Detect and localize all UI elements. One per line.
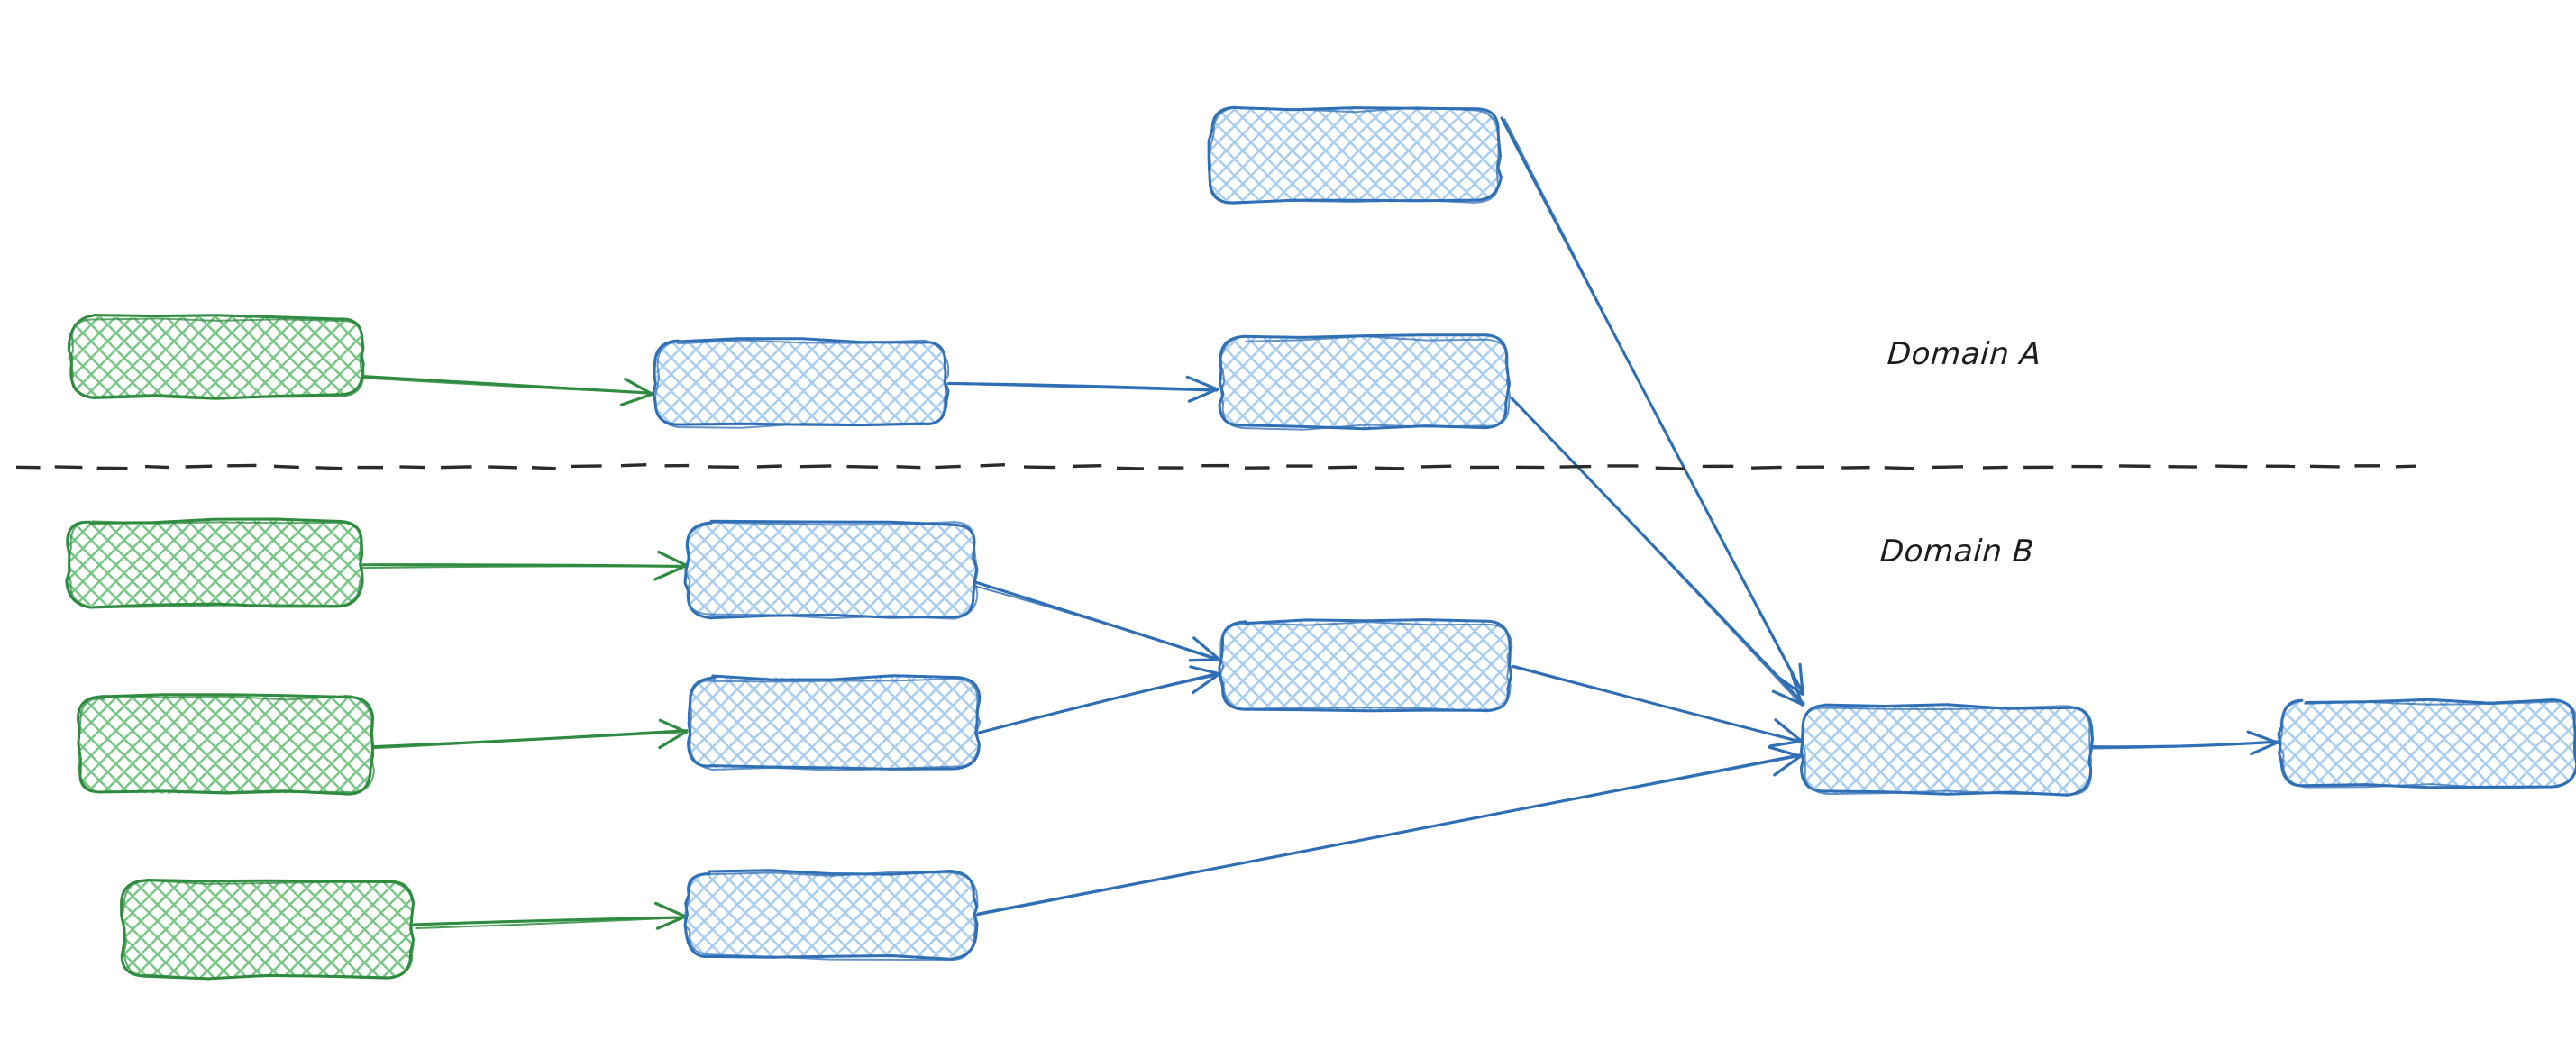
divider-layer <box>15 462 2416 470</box>
domain-b-label: Domain B <box>1878 534 2036 570</box>
edge-a-blue-1-to-a-blue-2[interactable] <box>946 375 1219 403</box>
edge-a-blue-top-to-b-blue-sink[interactable] <box>1500 116 1804 696</box>
node-b-blue-out[interactable] <box>2277 698 2576 789</box>
node-b-blue-sink[interactable] <box>1800 703 2094 797</box>
domain-a-label: Domain A <box>1886 336 2043 372</box>
node-b-green-2[interactable] <box>77 693 375 796</box>
edge-a-blue-2-to-b-blue-sink[interactable] <box>1510 397 1805 707</box>
edge-b-green-3-to-b-blue-3[interactable] <box>412 901 688 930</box>
edge-b-blue-mid-to-b-blue-sink[interactable] <box>1511 664 1803 748</box>
nodes-layer <box>65 105 2576 981</box>
node-a-blue-1[interactable] <box>652 337 950 429</box>
node-b-green-3[interactable] <box>120 879 416 981</box>
node-b-blue-2[interactable] <box>687 674 982 771</box>
edges-layer <box>359 116 2282 930</box>
edge-b-blue-3-to-b-blue-sink[interactable] <box>975 745 1804 917</box>
edge-a-green-1-to-a-blue-1[interactable] <box>359 374 653 406</box>
node-a-green-1[interactable] <box>67 314 365 400</box>
edge-b-blue-1-to-b-blue-mid[interactable] <box>974 580 1221 662</box>
node-b-green-1[interactable] <box>65 517 364 609</box>
node-a-blue-top[interactable] <box>1207 105 1503 205</box>
node-b-blue-1[interactable] <box>683 519 979 620</box>
node-b-blue-3[interactable] <box>683 869 979 961</box>
edge-b-green-1-to-b-blue-1[interactable] <box>361 550 688 581</box>
edge-b-green-2-to-b-blue-2[interactable] <box>370 718 689 750</box>
node-a-blue-2[interactable] <box>1218 333 1511 431</box>
domain-divider <box>15 462 2416 470</box>
node-b-blue-mid[interactable] <box>1218 618 1513 713</box>
edge-b-blue-sink-to-b-blue-out[interactable] <box>2091 730 2282 756</box>
edge-b-blue-2-to-b-blue-mid[interactable] <box>977 665 1221 734</box>
